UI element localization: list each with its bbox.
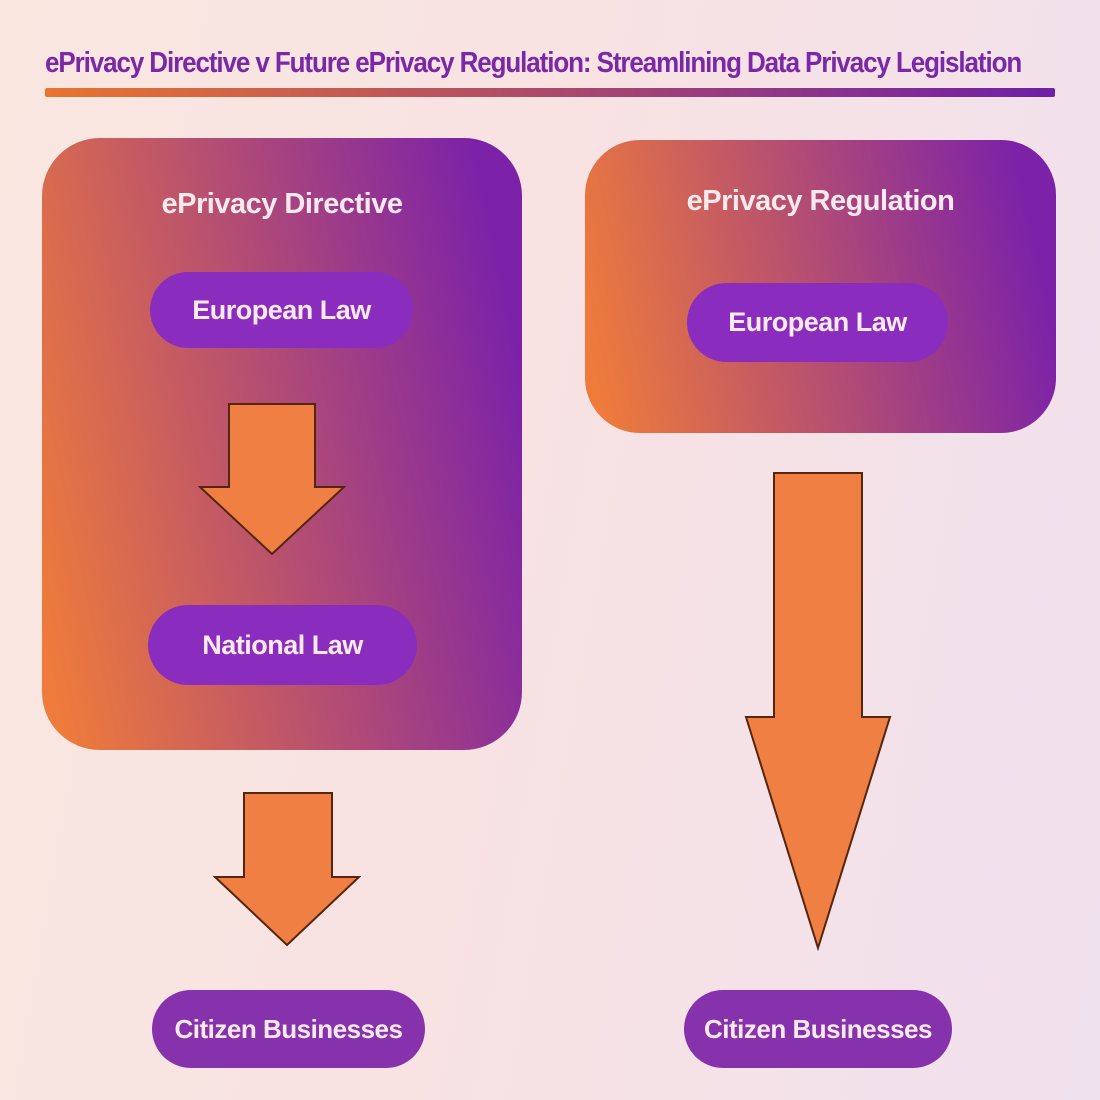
regulation-european-law-label: European Law xyxy=(728,307,907,337)
directive-citizen-businesses-pill: Citizen Businesses xyxy=(152,990,425,1068)
directive-to-citizens-arrow-icon xyxy=(213,792,361,947)
regulation-panel: ePrivacy Regulation European Law xyxy=(585,140,1056,433)
directive-european-law-label: European Law xyxy=(192,294,371,325)
directive-national-law-label: National Law xyxy=(202,629,363,660)
regulation-citizen-businesses-label: Citizen Businesses xyxy=(704,1013,932,1044)
directive-panel-title: ePrivacy Directive xyxy=(161,188,403,220)
regulation-european-law-pill: European Law xyxy=(687,283,948,362)
title-underline-rule xyxy=(45,88,1055,97)
regulation-citizen-businesses-pill: Citizen Businesses xyxy=(684,990,952,1068)
directive-down-arrow-icon xyxy=(198,403,346,556)
page-title: ePrivacy Directive v Future ePrivacy Reg… xyxy=(45,45,1022,80)
directive-national-law-pill: National Law xyxy=(148,605,417,685)
directive-european-law-pill: European Law xyxy=(150,272,413,348)
regulation-to-citizens-arrow-icon xyxy=(744,472,892,951)
directive-citizen-businesses-label: Citizen Businesses xyxy=(174,1013,403,1044)
directive-panel: ePrivacy Directive European Law National… xyxy=(42,138,522,750)
regulation-panel-title: ePrivacy Regulation xyxy=(686,185,955,217)
